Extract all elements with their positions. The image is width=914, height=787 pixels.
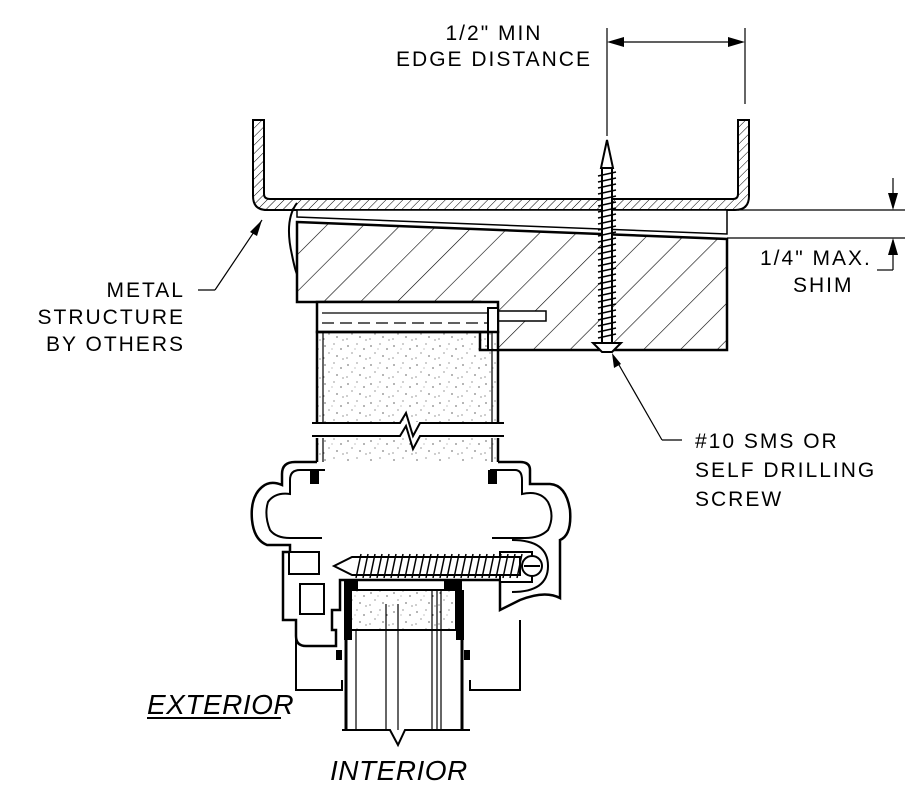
metal-label-3: BY OTHERS (46, 333, 185, 356)
edge-distance-label-1: 1/2" MIN (446, 22, 543, 45)
screw-label-2: SELF DRILLING (695, 459, 876, 482)
metal-label-1: METAL (107, 279, 185, 302)
frame-extrusion (250, 460, 572, 691)
edge-distance-dimension (606, 28, 746, 136)
leader-metal (198, 219, 263, 291)
exterior-label: EXTERIOR (147, 689, 294, 720)
screw-label-1: #10 SMS OR (695, 430, 839, 453)
metal-channel (252, 119, 750, 211)
shim-label-2: SHIM (793, 274, 854, 297)
anchor-screw (331, 553, 523, 579)
shim-dimension (727, 178, 905, 271)
interior-label: INTERIOR (330, 755, 468, 782)
metal-label-2: STRUCTURE (38, 306, 186, 329)
leader-screw (612, 353, 682, 441)
screw-label-3: SCREW (695, 488, 783, 511)
screw (590, 139, 624, 353)
edge-distance-label-2: EDGE DISTANCE (396, 48, 592, 71)
shim-label-1: 1/4" MAX. (760, 247, 872, 270)
lower-panel (342, 580, 470, 748)
